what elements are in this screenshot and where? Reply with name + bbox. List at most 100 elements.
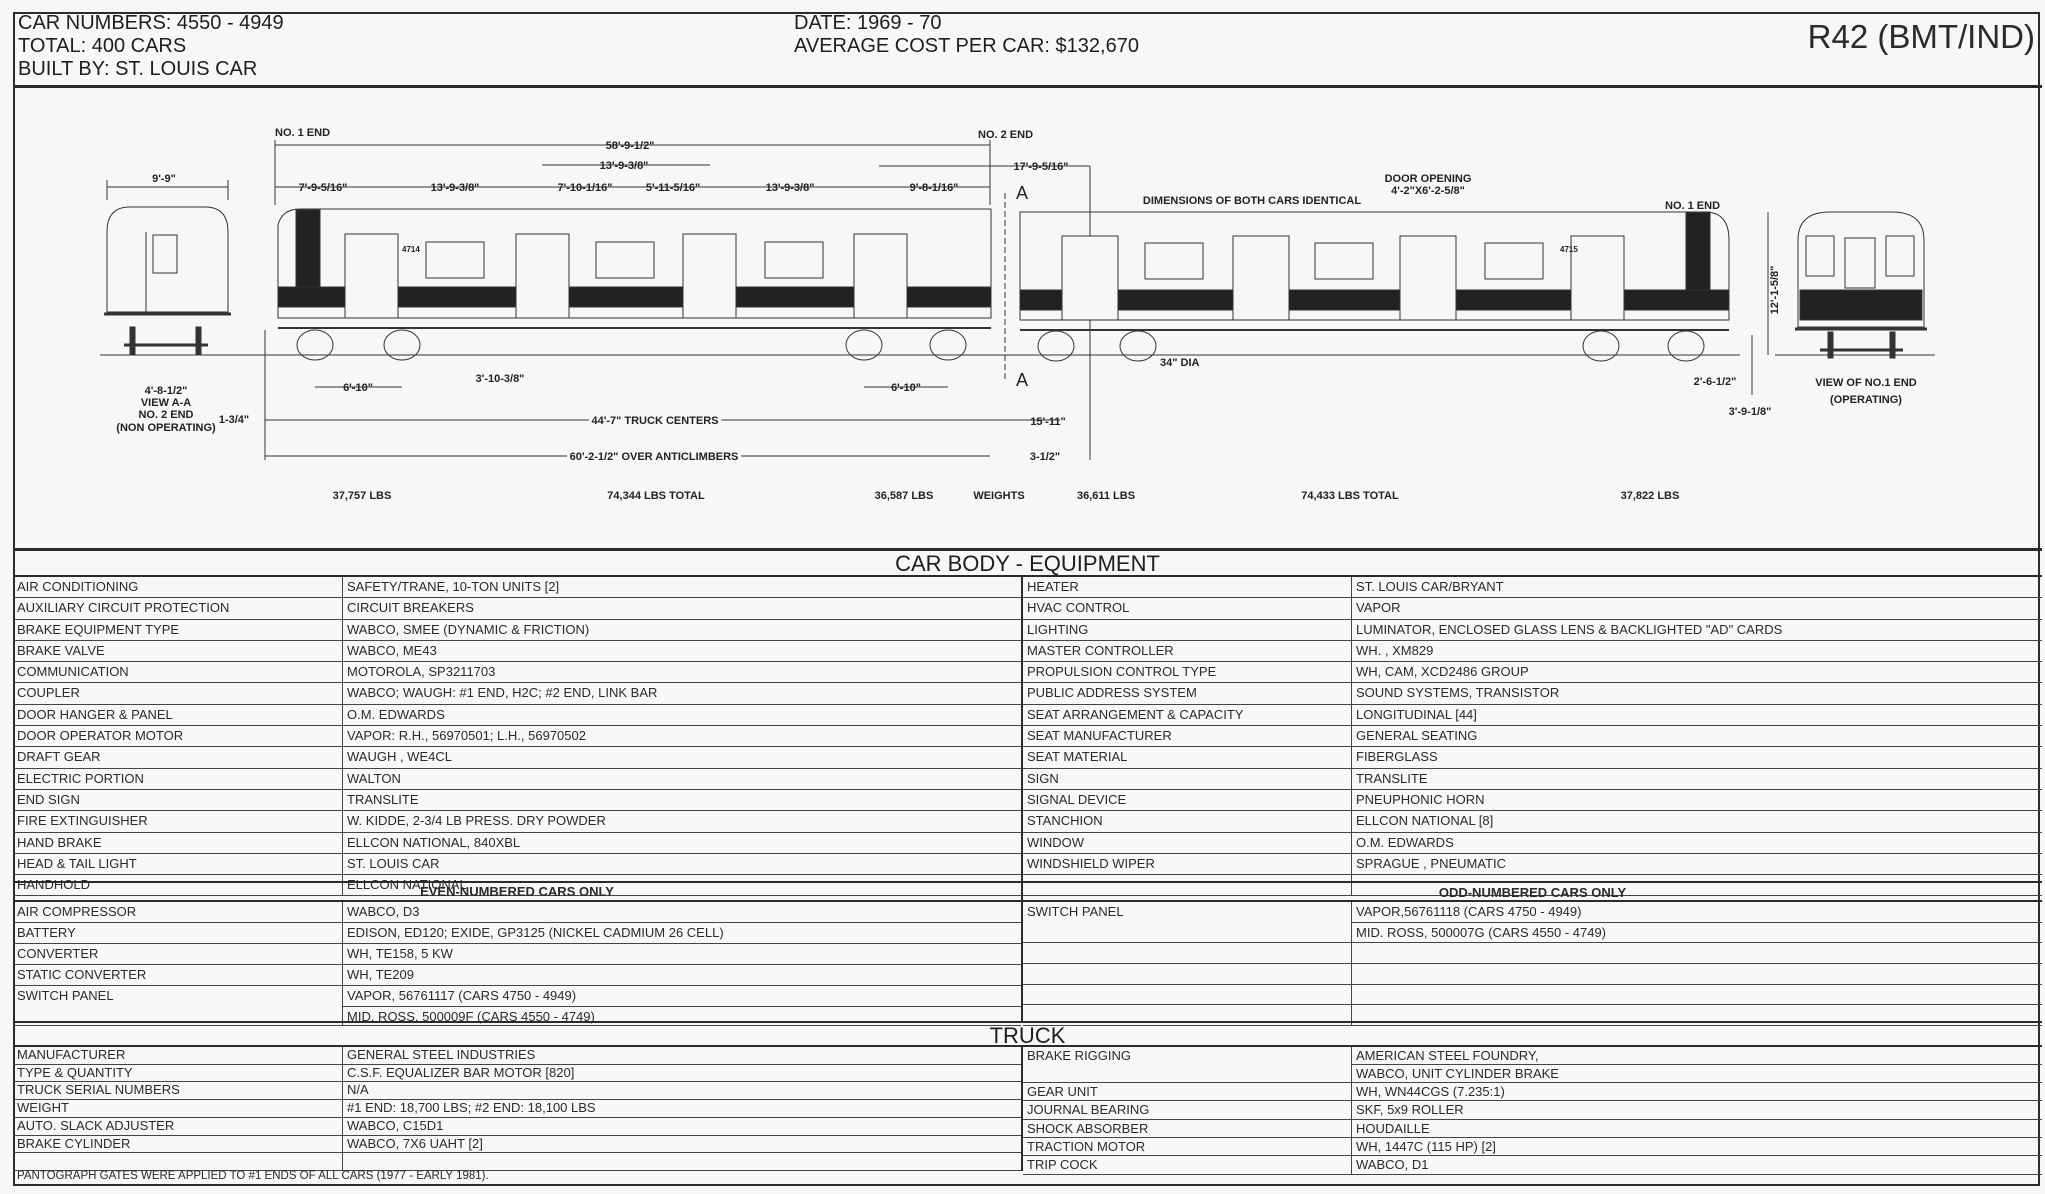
row-label: ELECTRIC PORTION — [13, 768, 343, 789]
row-label: TRUCK SERIAL NUMBERS — [13, 1082, 343, 1100]
row-label: LIGHTING — [1023, 619, 1352, 640]
label-view-aa: VIEW A-A — [141, 397, 191, 409]
row-value: WAUGH , WE4CL — [347, 749, 452, 765]
row-label: GEAR UNIT — [1023, 1082, 1352, 1101]
row-label: DRAFT GEAR — [13, 747, 343, 768]
weight-4: 37,822 LBS — [1621, 490, 1680, 502]
row-value: FIBERGLASS — [1356, 749, 1438, 765]
row-value: TRANSLITE — [347, 791, 419, 807]
dim-13-b: 13'-9-3/8" — [766, 182, 815, 194]
row-values: EDISON, ED120; EXIDE, GP3125 (NICKEL CAD… — [343, 923, 1021, 943]
row-values: ELLCON NATIONAL, 840XBL — [343, 833, 1021, 853]
row-label: WINDOW — [1023, 832, 1352, 853]
row-label: BRAKE VALVE — [13, 640, 343, 662]
dim-17: 17'-9-5/16" — [1014, 161, 1069, 173]
row-values: SPRAGUE , PNEUMATIC — [1352, 854, 2042, 874]
dim-wheelbase-1: 6'-10" — [343, 382, 373, 394]
row-label: JOURNAL BEARING — [1023, 1101, 1352, 1119]
row-label: AUTO. SLACK ADJUSTER — [13, 1117, 343, 1135]
row-label: COUPLER — [13, 683, 343, 704]
row-values: WH. , XM829 — [1352, 641, 2042, 661]
row-values: WH, TE209 — [343, 965, 1021, 985]
row-values — [1352, 985, 2042, 1005]
row-label: HEAD & TAIL LIGHT — [13, 853, 343, 875]
row-values: MOTOROLA, SP3211703 — [343, 662, 1021, 682]
row-value: MOTOROLA, SP3211703 — [347, 664, 496, 680]
label-view-aa-note: (NON OPERATING) — [116, 422, 216, 434]
row-values: ELLCON NATIONAL [8] — [1352, 811, 2042, 831]
row-value: WH, WN44CGS (7.235:1) — [1356, 1083, 1505, 1099]
dim-3-1-2: 3-1/2" — [1030, 451, 1060, 463]
car-numbers: CAR NUMBERS: 4550 - 4949 — [18, 12, 284, 34]
row-values: ST. LOUIS CAR/BRYANT — [1352, 577, 2042, 597]
row-label: BRAKE RIGGING — [1023, 1047, 1352, 1082]
dim-truck-centers: 44'-7" TRUCK CENTERS — [591, 415, 718, 427]
row-values: O.M. EDWARDS — [1352, 833, 2042, 853]
truck-center-divider — [1021, 1047, 1023, 1171]
row-values: WH, CAM, XCD2486 GROUP — [1352, 662, 2042, 682]
row-value: O.M. EDWARDS — [1356, 834, 1454, 850]
row-value: ST. LOUIS CAR — [347, 855, 440, 871]
row-values: TRANSLITE — [343, 790, 1021, 810]
row-value: N/A — [347, 1082, 369, 1098]
row-label: HVAC CONTROL — [1023, 598, 1352, 619]
row-value: WALTON — [347, 770, 401, 786]
row-value: AMERICAN STEEL FOUNDRY, — [1356, 1048, 1539, 1063]
row-label: SIGNAL DEVICE — [1023, 789, 1352, 811]
row-label: SEAT MANUFACTURER — [1023, 726, 1352, 747]
row-label: AIR COMPRESSOR — [13, 902, 343, 922]
dim-gauge: 4'-8-1/2" — [145, 385, 188, 397]
row-label — [1023, 963, 1352, 984]
row-value: WABCO, C15D1 — [347, 1117, 444, 1133]
row-value: ELLCON NATIONAL — [347, 877, 467, 893]
row-label: STANCHION — [1023, 811, 1352, 832]
label-no1-end-left: NO. 1 END — [275, 127, 330, 139]
row-value: C.S.F. EQUALIZER BAR MOTOR [820] — [347, 1064, 575, 1080]
row-value: WABCO, ME43 — [347, 642, 437, 658]
row-value: ST. LOUIS CAR/BRYANT — [1356, 579, 1504, 594]
row-value: WH, TE158, 5 KW — [347, 945, 453, 961]
label-view-no1: VIEW OF NO.1 END — [1815, 377, 1917, 389]
dim-width: 9'-9" — [152, 173, 176, 185]
row-label: PROPULSION CONTROL TYPE — [1023, 662, 1352, 683]
row-label: BRAKE EQUIPMENT TYPE — [13, 619, 343, 640]
row-label: SHOCK ABSORBER — [1023, 1119, 1352, 1137]
dim-height: 12'-1-5/8" — [1769, 266, 1781, 315]
end-view-no1 — [1775, 211, 1935, 359]
row-value: SAFETY/TRANE, 10-TON UNITS [2] — [347, 579, 560, 594]
row-values: HOUDAILLE — [1352, 1120, 2042, 1137]
header-middle: DATE: 1969 - 70 AVERAGE COST PER CAR: $1… — [794, 12, 1139, 58]
row-value: LUMINATOR, ENCLOSED GLASS LENS & BACKLIG… — [1356, 621, 1783, 637]
row-label — [1023, 875, 1352, 896]
dim-3-10: 3'-10-3/8" — [476, 373, 525, 385]
row-value: TRANSLITE — [1356, 770, 1428, 786]
row-value: WABCO, D3 — [347, 904, 420, 919]
table-row — [1023, 1005, 2042, 1027]
row-value: VAPOR,56761118 (CARS 4750 - 4949) — [1356, 904, 1582, 919]
row-values: WABCO, C15D1 — [343, 1118, 1021, 1135]
row-label: HANDHOLD — [13, 875, 343, 896]
dim-5-11: 5'-11-5/16" — [646, 182, 700, 194]
row-values: CIRCUIT BREAKERS — [343, 598, 1021, 618]
row-label: SWITCH PANEL — [13, 985, 343, 1026]
row-values: WH, WN44CGS (7.235:1) — [1352, 1083, 2042, 1100]
row-values: PNEUPHONIC HORN — [1352, 790, 2042, 810]
dim-13-a: 13'-9-3/8" — [431, 182, 480, 194]
row-values: WABCO, D3 — [343, 902, 1021, 922]
